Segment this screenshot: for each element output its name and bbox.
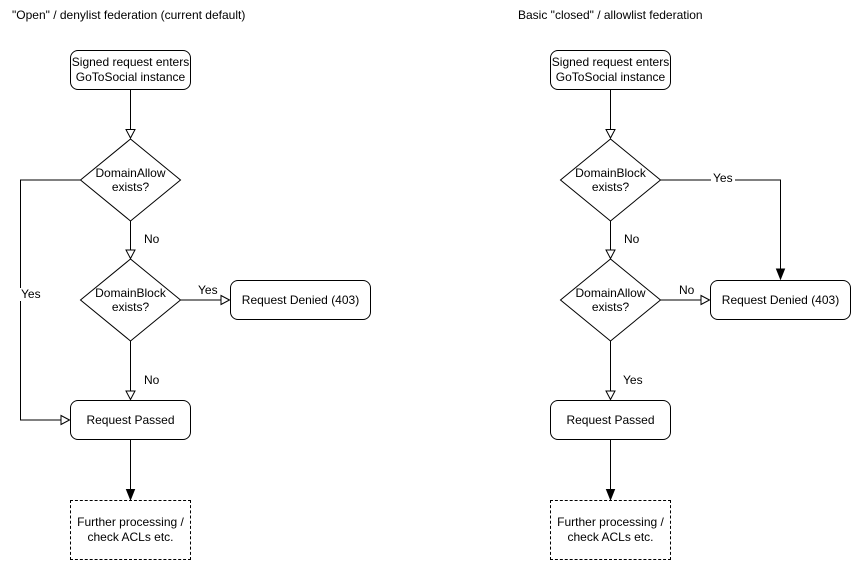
decision1-label-left: DomainAllow exists? — [80, 166, 181, 194]
edge-label-right-decision2-yes: Yes — [621, 373, 645, 387]
edge-label-left-decision1-no: No — [142, 232, 162, 246]
decision1-right-line2: exists? — [591, 180, 630, 194]
edge-label-left-decision1-yes: Yes — [19, 287, 43, 301]
passed-node-right-label: Request Passed — [566, 412, 655, 427]
arrowhead-open-right-into-denied — [700, 294, 711, 306]
edge-label-left-decision2-yes: Yes — [196, 283, 220, 297]
decision1-left-line2: exists? — [111, 180, 150, 194]
further-node-left-line1: Further processing / — [77, 515, 184, 529]
decision2-label-right: DomainAllow exists? — [560, 286, 661, 314]
arrowhead-open-left-yes-into-passed — [60, 414, 71, 426]
arrowhead-open-right-into-passed — [605, 390, 616, 401]
decision2-right-line1: DomainAllow — [575, 286, 646, 300]
decision2-left-line2: exists? — [111, 300, 150, 314]
passed-node-left: Request Passed — [70, 400, 191, 440]
arrowhead-filled-right-yes-into-denied — [775, 268, 786, 281]
further-node-right-line1: Further processing / — [557, 515, 664, 529]
arrowhead-filled-left-into-further — [125, 489, 136, 501]
arrowhead-open-right-decision2 — [605, 249, 616, 260]
start-node-left-line1: Signed request enters — [71, 55, 190, 69]
further-node-left-line2: check ACLs etc. — [87, 530, 174, 544]
edge-label-right-decision2-no: No — [677, 283, 697, 297]
passed-node-right: Request Passed — [550, 400, 671, 440]
decision2-right-line2: exists? — [591, 300, 630, 314]
denied-node-right-label: Request Denied (403) — [721, 292, 840, 307]
decision1-left-line1: DomainAllow — [95, 166, 166, 180]
edge-label-right-decision1-yes: Yes — [711, 171, 735, 185]
arrowhead-open-left-decision2 — [125, 249, 136, 260]
further-node-right-line2: check ACLs etc. — [567, 530, 654, 544]
decision2-left-line1: DomainBlock — [95, 286, 166, 300]
further-node-right: Further processing / check ACLs etc. — [550, 500, 671, 560]
arrowhead-filled-right-into-further — [605, 489, 616, 501]
start-node-right: Signed request enters GoToSocial instanc… — [550, 50, 671, 90]
start-node-right-line1: Signed request enters — [551, 55, 670, 69]
denied-node-right: Request Denied (403) — [710, 280, 851, 320]
decision2-label-left: DomainBlock exists? — [80, 286, 181, 314]
decision1-right-line1: DomainBlock — [575, 166, 646, 180]
further-node-left: Further processing / check ACLs etc. — [70, 500, 191, 560]
start-node-right-line2: GoToSocial instance — [555, 70, 666, 84]
start-node-left-line2: GoToSocial instance — [75, 70, 186, 84]
decision-diamond-left-domainallow — [79, 138, 182, 222]
chart-title-right: Basic "closed" / allowlist federation — [518, 8, 703, 22]
start-node-left: Signed request enters GoToSocial instanc… — [70, 50, 191, 90]
edge-right-decision1-yes — [660, 179, 781, 269]
edge-label-right-decision1-no: No — [622, 232, 642, 246]
denied-node-left-label: Request Denied (403) — [241, 292, 360, 307]
passed-node-left-label: Request Passed — [86, 412, 175, 427]
arrowhead-open-right-decision1 — [605, 129, 616, 140]
arrowhead-open-left-into-passed — [125, 390, 136, 401]
decision-diamond-left-domainblock — [79, 258, 182, 342]
arrowhead-open-left-decision1 — [125, 129, 136, 140]
chart-title-left: "Open" / denylist federation (current de… — [12, 8, 246, 22]
decision-diamond-right-domainallow — [559, 258, 662, 342]
arrowhead-open-left-into-denied — [220, 294, 231, 306]
decision1-label-right: DomainBlock exists? — [560, 166, 661, 194]
denied-node-left: Request Denied (403) — [230, 280, 371, 320]
decision-diamond-right-domainblock — [559, 138, 662, 222]
edge-label-left-decision2-no: No — [142, 373, 162, 387]
